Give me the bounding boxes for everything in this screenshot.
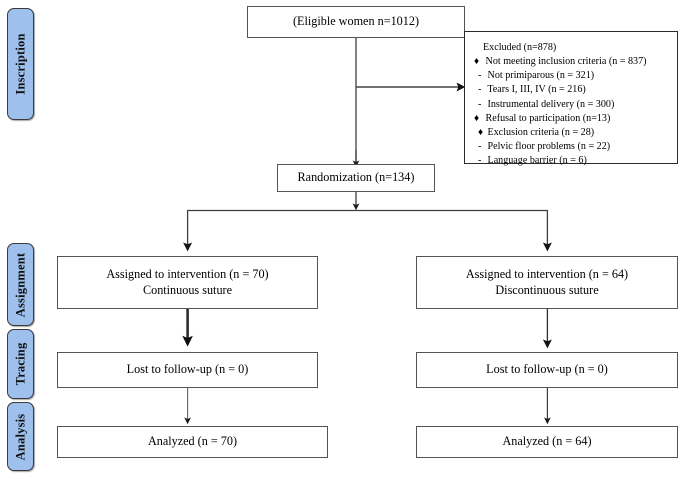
excluded-item: - Tears I, III, IV (n = 216)	[474, 83, 669, 97]
excluded-item-text: Not primiparous (n = 321)	[485, 70, 595, 82]
node-analyzed-right-line1: Analyzed (n = 64)	[502, 434, 592, 449]
excluded-item-text: Refusal to participation (n=13)	[483, 112, 611, 124]
diamond-bullet-icon: ♦	[478, 126, 484, 138]
stage-label-analysis: Analysis	[7, 402, 34, 471]
node-excluded-list: ♦ Not meeting inclusion criteria (n = 83…	[474, 55, 669, 168]
excluded-item-text: Tears I, III, IV (n = 216)	[485, 84, 586, 96]
stage-label-tracing: Tracing	[7, 329, 34, 399]
node-eligible-women: (Eligible women n=1012)	[247, 6, 465, 38]
node-randomization-line1: Randomization (n=134)	[297, 170, 415, 185]
dash-bullet-icon: -	[478, 140, 482, 152]
dash-bullet-icon: -	[478, 84, 482, 96]
excluded-item: - Language barrier (n = 6)	[474, 154, 669, 168]
stage-label-assignment: Assignment	[7, 243, 34, 326]
node-assigned-left-line1: Assigned to intervention (n = 70)	[106, 266, 269, 281]
node-lost-right-line1: Lost to follow-up (n = 0)	[486, 362, 608, 377]
node-assigned-right: Assigned to intervention (n = 64) Discon…	[416, 256, 678, 309]
node-lost-left: Lost to follow-up (n = 0)	[57, 352, 318, 388]
node-assigned-right-line1: Assigned to intervention (n = 64)	[465, 266, 629, 281]
node-assigned-left-line2: Continuous suture	[142, 282, 233, 297]
node-lost-right: Lost to follow-up (n = 0)	[416, 352, 678, 388]
node-analyzed-left: Analyzed (n = 70)	[57, 426, 328, 458]
excluded-item: - Instrumental delivery (n = 300)	[474, 98, 669, 112]
stage-label-tracing-text: Tracing	[13, 342, 27, 386]
excluded-item-text: Language barrier (n = 6)	[485, 155, 587, 166]
dash-bullet-icon: -	[478, 70, 482, 82]
dash-bullet-icon: -	[478, 98, 482, 110]
stage-label-inscription: Inscription	[7, 8, 34, 120]
node-eligible-women-line1: (Eligible women n=1012)	[292, 14, 420, 29]
node-randomization: Randomization (n=134)	[277, 164, 435, 192]
wire-randomization-split	[183, 203, 552, 252]
excluded-item: - Pelvic floor problems (n = 22)	[474, 140, 669, 154]
stage-label-inscription-text: Inscription	[13, 33, 27, 95]
node-excluded-title: Excluded (n=878)	[483, 42, 557, 53]
node-analyzed-right: Analyzed (n = 64)	[416, 426, 678, 458]
node-assigned-right-line2: Discontinuous suture	[495, 282, 599, 297]
excluded-item-text: Pelvic floor problems (n = 22)	[485, 140, 611, 152]
node-excluded: Excluded (n=878) ♦ Not meeting inclusion…	[464, 31, 678, 166]
excluded-item: - Not primiparous (n = 321)	[474, 69, 669, 83]
excluded-item-text: Instrumental delivery (n = 300)	[485, 98, 615, 110]
node-assigned-left: Assigned to intervention (n = 70) Contin…	[57, 256, 318, 309]
dash-bullet-icon: -	[478, 155, 482, 166]
diamond-bullet-icon: ♦	[474, 56, 480, 68]
stage-label-analysis-text: Analysis	[13, 413, 27, 460]
diamond-bullet-icon: ♦	[474, 112, 480, 124]
excluded-item-text: Exclusion criteria (n = 28)	[485, 126, 595, 138]
node-lost-left-line1: Lost to follow-up (n = 0)	[126, 362, 249, 377]
excluded-item: ♦ Exclusion criteria (n = 28)	[474, 126, 669, 140]
node-analyzed-left-line1: Analyzed (n = 70)	[147, 434, 238, 449]
excluded-item: ♦ Refusal to participation (n=13)	[474, 112, 669, 126]
excluded-item-text: Not meeting inclusion criteria (n = 837)	[483, 56, 647, 68]
excluded-item: ♦ Not meeting inclusion criteria (n = 83…	[474, 55, 669, 69]
stage-label-assignment-text: Assignment	[13, 252, 27, 317]
